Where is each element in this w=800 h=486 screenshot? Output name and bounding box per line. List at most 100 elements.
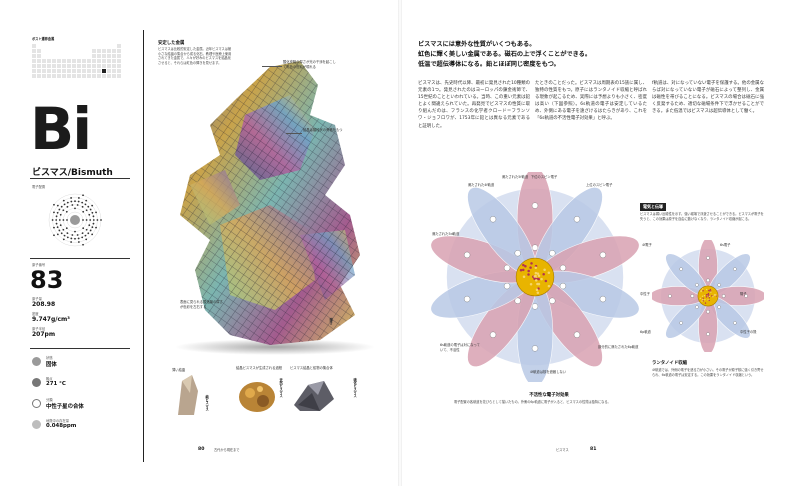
orbital-label: 満たされた4f軌道 xyxy=(466,183,496,188)
divider xyxy=(30,348,130,349)
electron xyxy=(67,236,69,238)
nucleon xyxy=(704,299,705,300)
element-cell xyxy=(117,64,121,68)
element-cell xyxy=(102,64,106,68)
orbital-electron xyxy=(532,303,538,309)
element-cell xyxy=(97,64,101,68)
nucleon xyxy=(708,300,709,301)
electron xyxy=(82,219,84,221)
electron xyxy=(93,219,95,221)
diagram-caption-text: 電子配置の各軌道を花びらとして描いたもの。外側の6p軌道に電子が入ると、ビスマス… xyxy=(454,400,644,405)
element-cell xyxy=(42,74,46,78)
page-number-right: 81 xyxy=(590,447,596,452)
nucleon xyxy=(700,291,701,292)
electron xyxy=(82,206,84,208)
electron xyxy=(63,238,65,240)
element-cell xyxy=(32,74,36,78)
electron xyxy=(70,241,72,243)
electron xyxy=(81,236,83,238)
nucleon xyxy=(700,298,701,299)
element-cell xyxy=(102,59,106,63)
electron-shell-diagram xyxy=(48,193,102,247)
orbital-electron xyxy=(706,310,709,313)
element-cell xyxy=(107,74,111,78)
mini-periodic-table xyxy=(32,44,124,82)
electron xyxy=(86,209,88,211)
nucleon xyxy=(706,296,707,297)
element-cell xyxy=(32,59,36,63)
electron xyxy=(63,200,65,202)
electron xyxy=(91,233,93,235)
nucleon xyxy=(706,294,707,295)
nucleon xyxy=(702,300,703,301)
element-cell xyxy=(112,64,116,68)
nucleon xyxy=(535,272,538,275)
element-cell xyxy=(112,69,116,73)
element-cell xyxy=(117,44,121,48)
electron xyxy=(60,214,62,216)
nucleon xyxy=(715,295,716,296)
property-atomic-radius: 原子半径 207pm xyxy=(32,326,70,338)
element-cell xyxy=(37,64,41,68)
divider xyxy=(30,258,130,259)
element-cell xyxy=(107,64,111,68)
electron xyxy=(90,209,92,211)
nucleon xyxy=(520,269,523,272)
bismuth-crystal-photo xyxy=(150,55,395,360)
element-cell xyxy=(77,69,81,73)
electron xyxy=(78,197,80,199)
electron xyxy=(95,227,97,229)
nucleon xyxy=(707,294,708,295)
nucleon xyxy=(702,290,703,291)
nucleon xyxy=(524,265,527,268)
electron xyxy=(66,219,68,221)
electron xyxy=(86,229,88,231)
electron xyxy=(81,202,83,204)
section-title: ランタノイド収縮 xyxy=(652,360,764,366)
headline-line: 虹色に輝く美しい金属である。磁石の上で浮くことができる。 xyxy=(418,50,598,60)
nucleon xyxy=(548,285,551,288)
element-cell xyxy=(47,74,51,78)
electron xyxy=(53,227,55,229)
element-cell xyxy=(112,59,116,63)
orbital-label: 下位のスピン電子 xyxy=(528,175,560,180)
element-cell xyxy=(37,54,41,58)
nucleon xyxy=(542,273,545,276)
leader-line xyxy=(262,66,282,67)
electron xyxy=(53,204,55,206)
nucleon xyxy=(710,290,711,291)
nucleon xyxy=(702,296,703,297)
element-cell xyxy=(82,59,86,63)
electron xyxy=(62,209,64,211)
element-cell xyxy=(37,69,41,73)
property-atomic-mass: 原子量 208.98 xyxy=(32,296,70,308)
property-list: 原子量 208.98 密度 9.747g/cm³ 原子半径 207pm xyxy=(32,296,70,338)
element-cell xyxy=(112,49,116,53)
electron xyxy=(63,219,65,221)
thumb-label: 硫化ビスマス xyxy=(352,378,357,397)
element-cell xyxy=(107,54,111,58)
element-cell xyxy=(77,74,81,78)
orbital-electron xyxy=(532,203,538,209)
element-cell xyxy=(92,69,96,73)
electron xyxy=(64,203,66,205)
element-cell xyxy=(87,74,91,78)
electron xyxy=(86,219,88,221)
element-symbol: Bi xyxy=(30,100,90,158)
electron xyxy=(85,238,87,240)
nucleon xyxy=(535,279,538,282)
element-cell xyxy=(102,74,106,78)
element-cell xyxy=(57,69,61,73)
element-cell xyxy=(107,49,111,53)
element-cell xyxy=(42,69,46,73)
electron xyxy=(85,203,87,205)
element-cell xyxy=(97,74,101,78)
element-cell xyxy=(97,49,101,53)
electron xyxy=(82,244,84,246)
divider xyxy=(30,178,130,179)
small-diagram-label: 中性子 xyxy=(640,292,664,297)
element-cell xyxy=(32,69,36,73)
nucleon xyxy=(540,278,543,281)
text-column-1: ビスマスは、先史時代以降、最初に発見された10種類の元素の1つ。発見されたのはヨ… xyxy=(418,80,530,130)
state-value: 271 °C xyxy=(46,381,66,387)
